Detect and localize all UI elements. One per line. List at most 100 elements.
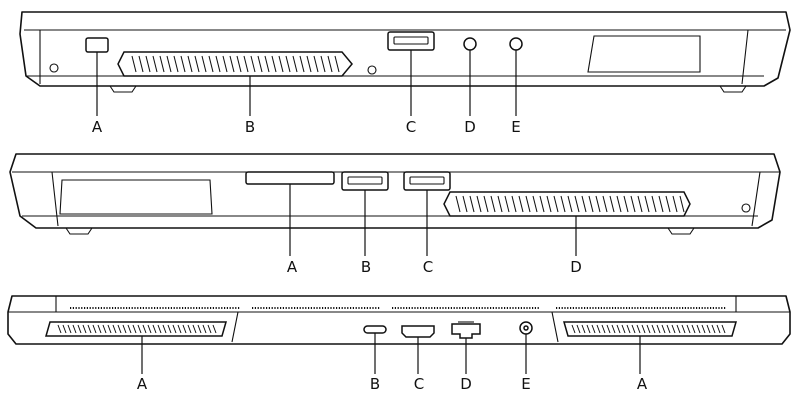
vent-slat <box>455 195 461 213</box>
usb-a-port-2 <box>403 171 451 191</box>
right-side-view: A B C D <box>9 153 781 276</box>
vent-slat <box>525 195 531 213</box>
vent-slat <box>623 195 629 213</box>
vent-slat <box>483 195 489 213</box>
vent-slat <box>676 324 681 334</box>
vent-slat <box>553 195 559 213</box>
vent-slat <box>271 55 277 73</box>
vent-slat <box>180 55 186 73</box>
vent-slat <box>107 324 112 334</box>
vent-slat <box>574 195 580 213</box>
vent-slat <box>138 55 144 73</box>
vent-slat <box>679 195 685 213</box>
vent-slat <box>215 55 221 73</box>
vent-slat <box>131 55 137 73</box>
vent-slat <box>601 324 606 334</box>
vent-slat <box>132 324 137 334</box>
vent-slat <box>327 55 333 73</box>
vent-slat <box>616 324 621 334</box>
callout-label: C <box>406 118 416 136</box>
vent-slat <box>57 324 62 334</box>
vent-slat <box>651 324 656 334</box>
vent-slat <box>631 324 636 334</box>
vent-slat <box>201 55 207 73</box>
power-jack-pin <box>523 325 529 331</box>
callout-label: B <box>370 375 380 393</box>
hdmi-port <box>401 325 435 338</box>
vent-slat <box>306 55 312 73</box>
vent-slat <box>546 195 552 213</box>
callout-label: A <box>637 375 648 393</box>
callout-label: A <box>137 375 148 393</box>
vent-slat <box>278 55 284 73</box>
vent-slat <box>571 324 576 334</box>
vent-slat <box>208 55 214 73</box>
vent-slat <box>567 195 573 213</box>
callout-label: E <box>521 375 530 393</box>
vent-slat <box>117 324 122 334</box>
vent-slat <box>672 195 678 213</box>
vent-slat <box>596 324 601 334</box>
callout-label: A <box>287 258 298 276</box>
vent-slat <box>686 324 691 334</box>
vent-slat <box>142 324 147 334</box>
vent-slat <box>606 324 611 334</box>
vent-slat <box>97 324 102 334</box>
left-cooling-vent <box>117 51 353 77</box>
vent-slat <box>182 324 187 334</box>
vent-slat <box>147 324 152 334</box>
vent-slat <box>721 324 726 334</box>
rear-view: A B C D E A <box>7 295 791 393</box>
vent-slat <box>581 195 587 213</box>
vent-slat <box>588 195 594 213</box>
vent-slat <box>157 324 162 334</box>
callout-label: C <box>414 375 424 393</box>
vent-slat <box>646 324 651 334</box>
vent-slat <box>243 55 249 73</box>
vent-slat <box>320 55 326 73</box>
vent-slat <box>671 324 676 334</box>
vent-slat <box>173 55 179 73</box>
vent-slat <box>229 55 235 73</box>
vent-slat <box>72 324 77 334</box>
vent-slat <box>611 324 616 334</box>
vent-slat <box>192 324 197 334</box>
callout-label: D <box>464 118 476 136</box>
usb-c-port <box>363 325 387 334</box>
vent-slat <box>476 195 482 213</box>
vent-slat <box>222 55 228 73</box>
right-side-chassis <box>9 153 781 229</box>
usb-a-port <box>387 31 435 51</box>
vent-slat <box>626 324 631 334</box>
vent-slat <box>207 324 212 334</box>
vent-slat <box>212 324 217 334</box>
vent-slat <box>658 195 664 213</box>
vent-slat <box>651 195 657 213</box>
callout-label: B <box>245 118 255 136</box>
vent-slat <box>539 195 545 213</box>
vent-slat <box>145 55 151 73</box>
vent-slat <box>518 195 524 213</box>
vent-slat <box>177 324 182 334</box>
card-reader-slot <box>245 171 335 185</box>
callout-label: E <box>511 118 520 136</box>
vent-slat <box>532 195 538 213</box>
vent-slat <box>162 324 167 334</box>
vent-slat <box>504 195 510 213</box>
vent-slat <box>644 195 650 213</box>
vent-slat <box>665 195 671 213</box>
vent-slat <box>194 55 200 73</box>
vent-slat <box>285 55 291 73</box>
vent-slat <box>334 55 340 73</box>
callout-label: C <box>423 258 433 276</box>
vent-slat <box>167 324 172 334</box>
vent-slat <box>681 324 686 334</box>
rear-chassis <box>7 295 791 345</box>
vent-slat <box>187 324 192 334</box>
vent-slat <box>172 324 177 334</box>
vent-slat <box>197 324 202 334</box>
vent-slat <box>202 324 207 334</box>
vent-slat <box>661 324 666 334</box>
vent-slat <box>586 324 591 334</box>
